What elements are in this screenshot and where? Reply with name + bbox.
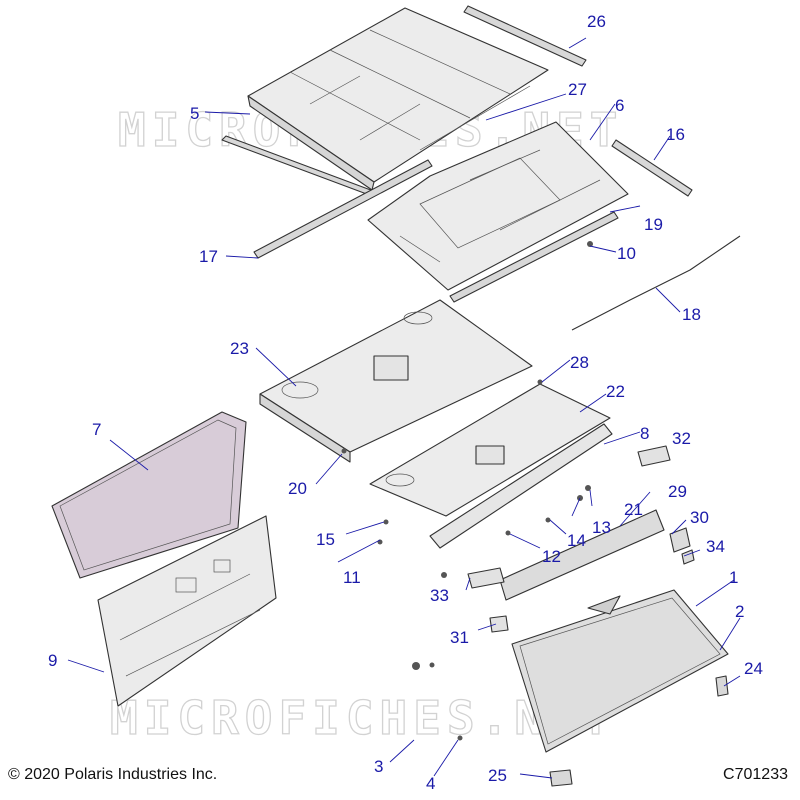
part-1-2-glass bbox=[511, 589, 729, 753]
part-6-headliner bbox=[367, 121, 629, 291]
callout-14: 14 bbox=[567, 531, 586, 550]
part-9-bulkhead bbox=[97, 515, 277, 707]
callout-30: 30 bbox=[690, 508, 709, 527]
part-7-window-panel bbox=[51, 411, 247, 579]
callout-13: 13 bbox=[592, 518, 611, 537]
callout-1: 1 bbox=[729, 568, 738, 587]
leader-lines bbox=[67, 37, 741, 779]
callout-12: 12 bbox=[542, 547, 561, 566]
callout-16: 16 bbox=[666, 125, 685, 144]
part-19-trim-strip bbox=[449, 211, 619, 303]
part-17-strip bbox=[253, 159, 433, 259]
copyright-notice: © 2020 Polaris Industries Inc. bbox=[8, 766, 218, 783]
part-16-trim bbox=[611, 139, 693, 197]
part-24-bracket bbox=[715, 675, 729, 697]
callout-18: 18 bbox=[682, 305, 701, 324]
callout-28: 28 bbox=[570, 353, 589, 372]
watermark-bottom: MICROFICHES.NET bbox=[110, 691, 615, 745]
part-31-spacer bbox=[489, 615, 509, 633]
callout-4: 4 bbox=[426, 774, 435, 793]
callout-17: 17 bbox=[199, 247, 218, 266]
callout-6: 6 bbox=[615, 96, 624, 115]
part-8-rear-trim bbox=[429, 423, 613, 549]
fasteners bbox=[341, 379, 591, 741]
part-26-seal-strip bbox=[463, 5, 587, 67]
callout-11: 11 bbox=[343, 568, 361, 587]
callout-21: 21 bbox=[624, 500, 643, 519]
diagram-code: C701233 bbox=[723, 766, 788, 783]
part-34-clip bbox=[681, 549, 695, 565]
callout-32: 32 bbox=[672, 429, 691, 448]
callout-3: 3 bbox=[374, 757, 383, 776]
callout-23: 23 bbox=[230, 339, 249, 358]
callout-2: 2 bbox=[735, 602, 744, 621]
part-25-bracket bbox=[549, 769, 573, 787]
callout-5: 5 bbox=[190, 104, 199, 123]
callout-33: 33 bbox=[430, 586, 449, 605]
part-23-liner bbox=[259, 299, 533, 463]
callout-15: 15 bbox=[316, 530, 335, 549]
part-29-trim bbox=[499, 509, 665, 601]
callout-27: 27 bbox=[568, 80, 587, 99]
callout-26: 26 bbox=[587, 12, 606, 31]
callout-25: 25 bbox=[488, 766, 507, 785]
callout-10: 10 bbox=[617, 244, 636, 263]
callouts: 26 5 27 6 16 17 19 10 18 23 28 22 8 32 7… bbox=[48, 12, 763, 793]
callout-31: 31 bbox=[450, 628, 469, 647]
callout-8: 8 bbox=[640, 424, 649, 443]
callout-34: 34 bbox=[706, 537, 725, 556]
part-18-wire bbox=[571, 235, 741, 331]
callout-24: 24 bbox=[744, 659, 763, 678]
part-10-fastener bbox=[587, 241, 593, 247]
part-30-clip bbox=[669, 527, 691, 553]
callout-20: 20 bbox=[288, 479, 307, 498]
part-5-roof-panel bbox=[247, 7, 549, 191]
callout-7: 7 bbox=[92, 420, 101, 439]
part-22-liner bbox=[369, 383, 611, 517]
part-32-pad bbox=[637, 445, 671, 467]
callout-9: 9 bbox=[48, 651, 57, 670]
callout-29: 29 bbox=[668, 482, 687, 501]
callout-22: 22 bbox=[606, 382, 625, 401]
callout-19: 19 bbox=[644, 215, 663, 234]
part-33-pad bbox=[467, 567, 505, 589]
